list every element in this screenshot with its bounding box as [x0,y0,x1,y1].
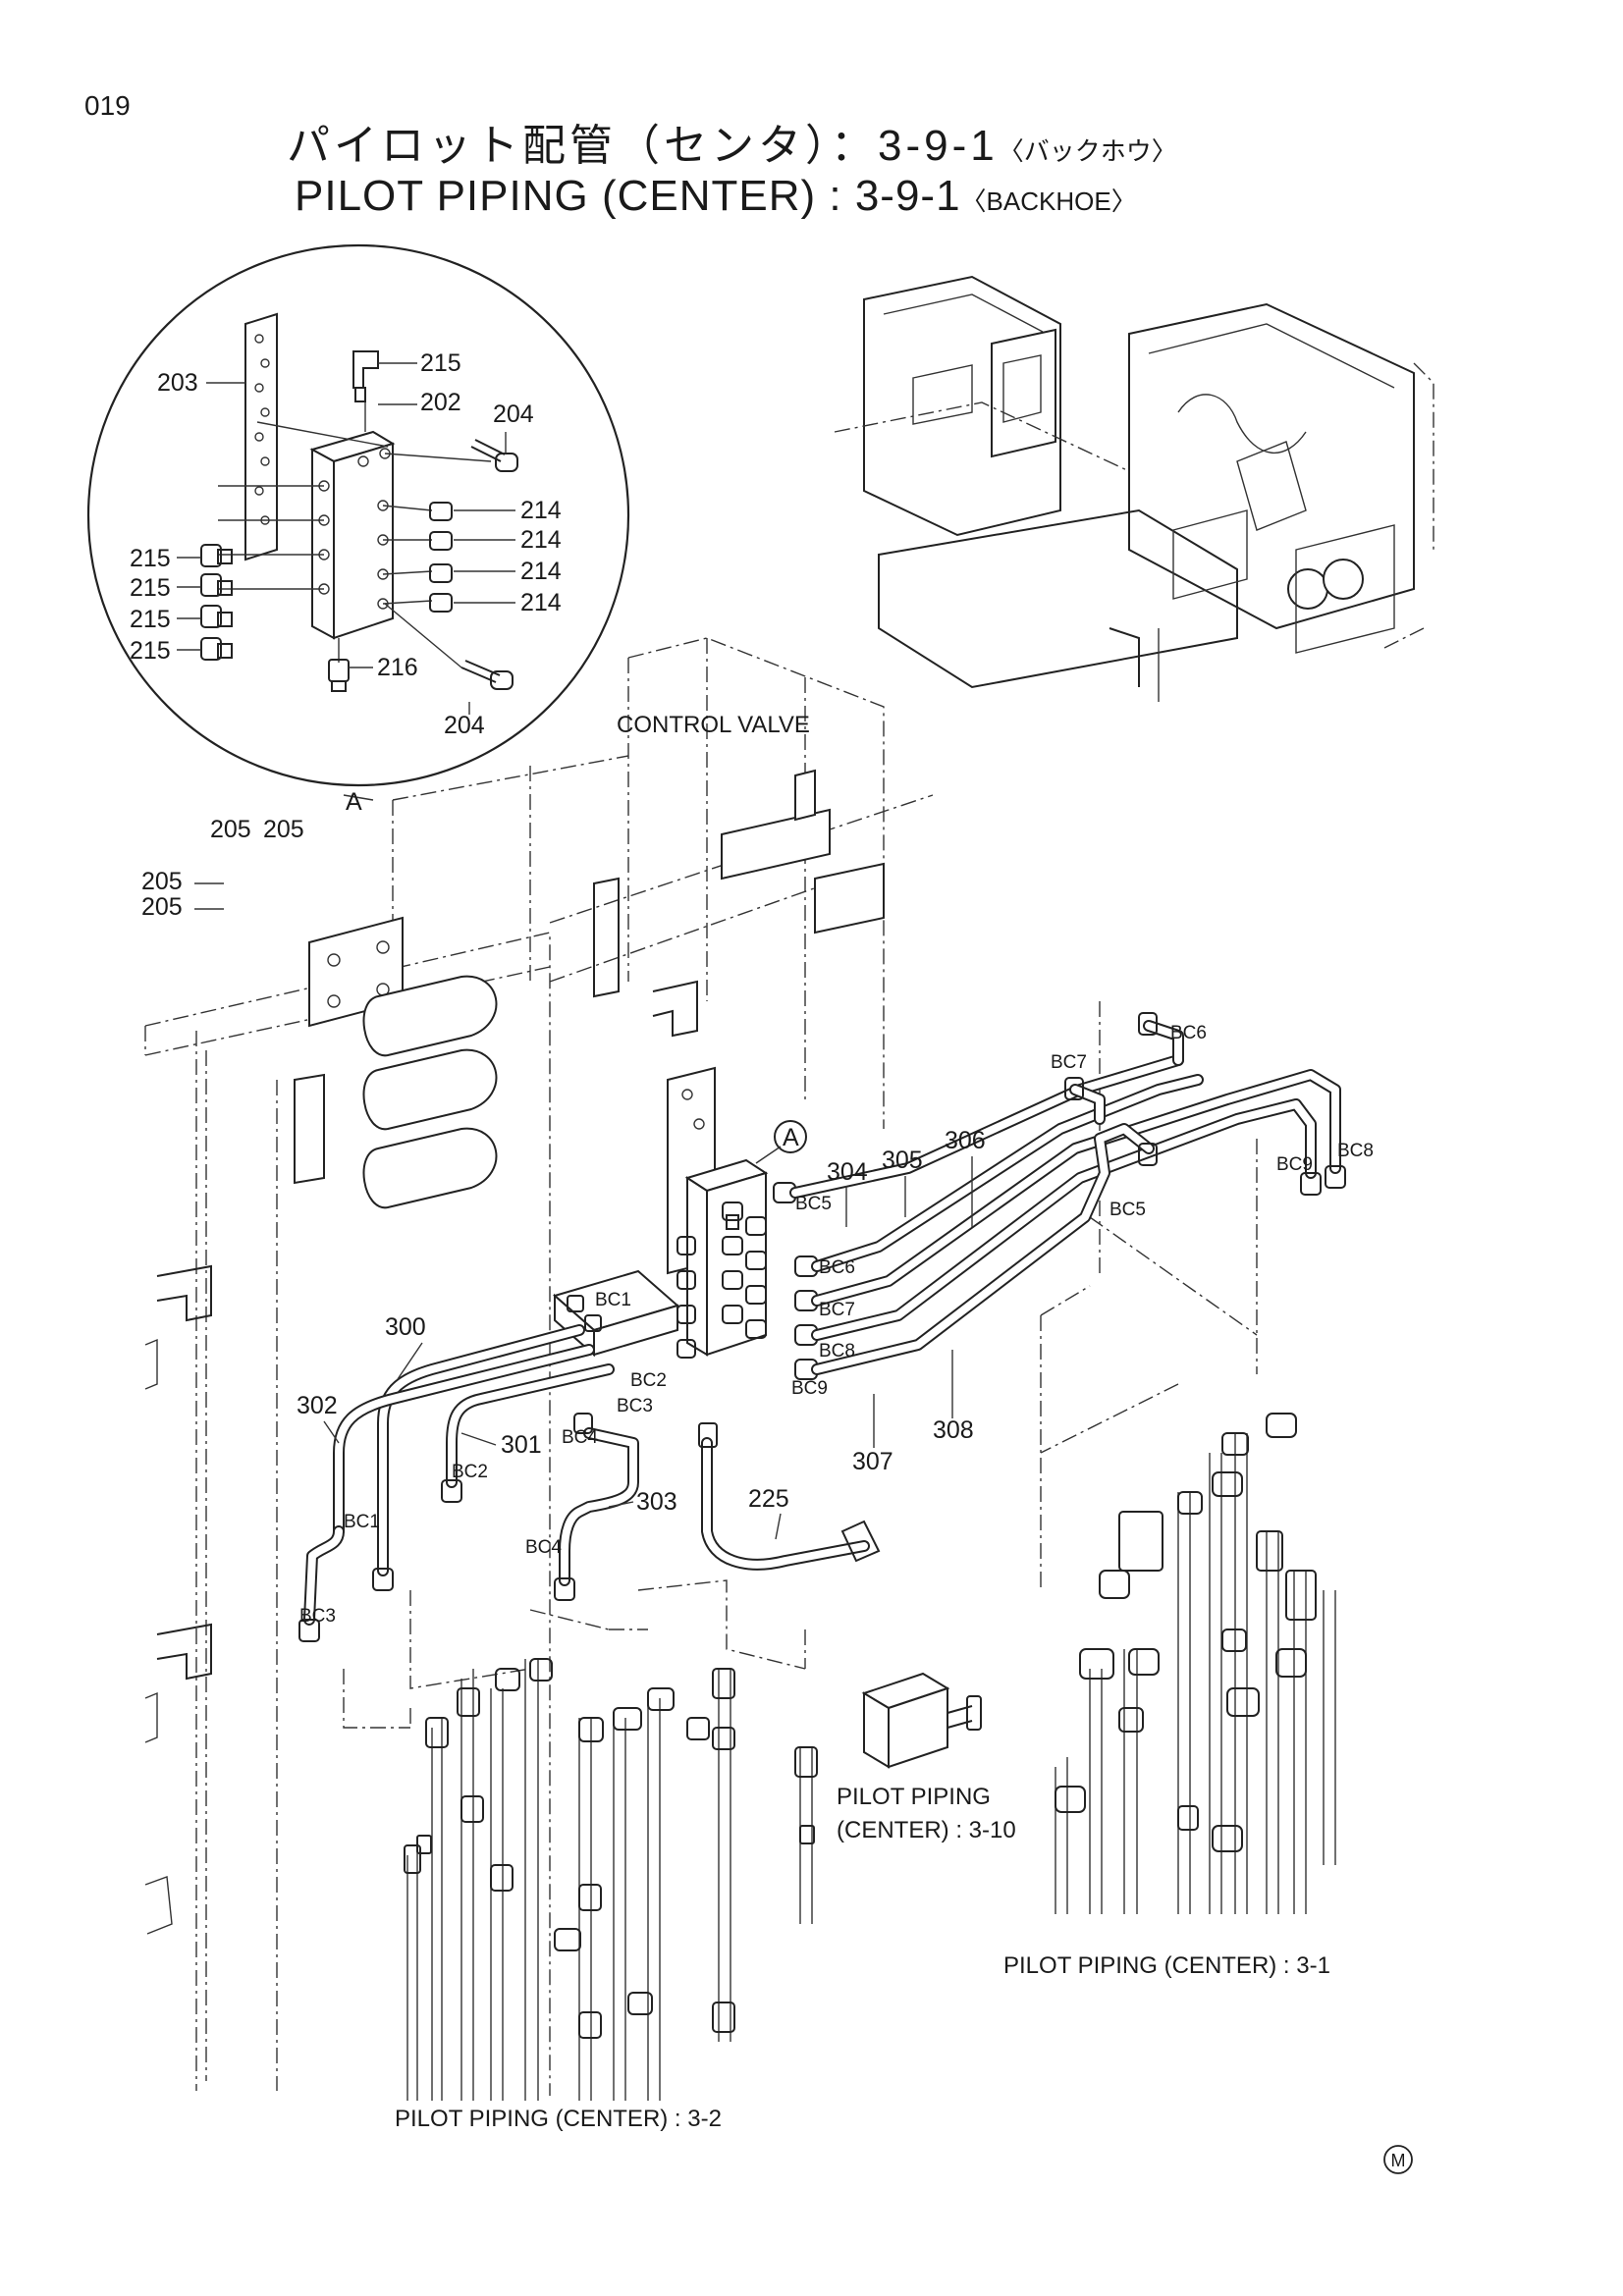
bc-label-bc8-end: BC8 [1337,1141,1374,1161]
callout-203: 203 [157,369,198,397]
lower-piping-3-2 [343,1579,818,2101]
bc-label-bc5-block: BC5 [795,1194,832,1214]
bc-label-bc2-end: BC2 [452,1462,488,1482]
callout-205-c: 205 [141,868,183,895]
callout-225: 225 [748,1485,789,1513]
detail-a-callouts: 203 215 202 204 214 214 214 214 215 215 … [130,349,562,816]
callout-308: 308 [933,1416,974,1444]
callout-205-d: 205 [141,893,183,921]
callout-214-b: 214 [520,526,562,554]
callout-305: 305 [882,1147,923,1174]
title-english-main: PILOT PIPING (CENTER) : 3-9-1 [295,172,961,220]
excavator-overview [834,275,1434,702]
reference-labels: CONTROL VALVE PILOT PIPING (CENTER) : 3-… [395,712,1330,2132]
machine-frame [144,637,1258,2096]
callout-216: 216 [377,654,418,681]
callout-202: 202 [420,389,461,416]
detail-leader-line [343,794,374,801]
callout-300: 300 [385,1313,426,1341]
title-english: PILOT PIPING (CENTER) : 3-9-1〈BACKHOE〉 [295,172,1137,221]
m-mark: M [1383,2145,1413,2174]
title-english-sub: 〈BACKHOE〉 [960,187,1137,216]
title-japanese: パイロット配管（センタ）：3-9-1〈バックホウ〉 [287,110,1177,173]
pilot-piping-3-10-label-line1: PILOT PIPING [837,1784,991,1810]
callout-215-b: 215 [130,574,171,602]
bc-label-bc4-block: BC4 [562,1427,598,1448]
bc-label-bc4-end: BC4 [525,1537,562,1558]
callout-215-d: 215 [130,637,171,665]
bc-label-bc1-end: BC1 [344,1512,380,1532]
lower-piping-3-1 [1055,1413,1336,1914]
bc-label-bc8-block: BC8 [819,1341,855,1362]
callout-301: 301 [501,1431,542,1459]
callout-214-c: 214 [520,558,562,585]
callout-215-a: 215 [130,545,171,572]
callout-304: 304 [827,1158,868,1186]
callout-204-bottom: 204 [444,712,485,739]
callout-215-c: 215 [130,606,171,633]
bc-label-bc9-block: BC9 [791,1378,828,1399]
detail-view-a [86,243,630,787]
bc-label-bc1-block: BC1 [595,1290,631,1310]
bc-label-bc5-end: BC5 [1109,1200,1146,1220]
detail-circle-label: A [346,788,362,816]
valve-detail-marker-label: A [783,1124,799,1151]
callout-205-a: 205 [210,816,251,843]
page-number: 019 [84,90,131,121]
pilot-piping-3-10-label-line2: (CENTER) : 3-10 [837,1817,1016,1843]
callout-306: 306 [945,1127,986,1154]
title-japanese-sub: 〈バックホウ〉 [998,136,1177,166]
bc-label-bc6-end: BC6 [1170,1023,1207,1043]
callout-204-top: 204 [493,400,534,428]
callout-307: 307 [852,1448,893,1475]
bc-label-bc3-end: BC3 [299,1606,336,1627]
detail-marker-circle [774,1120,807,1153]
callout-205-b: 205 [263,816,304,843]
main-leader-lines [194,882,973,1540]
callout-214-d: 214 [520,589,562,616]
main-callouts: 205 205 205 205 300 302 301 303 225 304 … [141,816,986,1516]
bc-label-bc9-end: BC9 [1276,1154,1313,1175]
bc-label-bc3-block: BC3 [617,1396,653,1416]
m-mark-letter: M [1391,2151,1406,2170]
bc-fittings [298,1012,1346,1642]
pilot-piping-3-1-label: PILOT PIPING (CENTER) : 3-1 [1003,1952,1330,1979]
callout-302: 302 [297,1392,338,1419]
bc-label-bc7-block: BC7 [819,1300,855,1320]
bc-labels: BC5 BC6 BC7 BC8 BC9 BC1 BC2 BC3 BC4 BC6 … [299,1023,1374,1627]
pilot-valve-block [552,1066,818,1380]
control-valve-label: CONTROL VALVE [617,712,810,738]
bc-label-bc7-end: BC7 [1051,1052,1087,1073]
callout-303: 303 [636,1488,677,1516]
title-japanese-main: パイロット配管（センタ）：3-9-1 [287,122,999,170]
pilot-piping-3-2-label: PILOT PIPING (CENTER) : 3-2 [395,2106,722,2132]
pilot-pipes [303,1020,1341,1626]
callout-215-top: 215 [420,349,461,377]
bc-label-bc2-block: BC2 [630,1370,667,1391]
bc-label-bc6-block: BC6 [819,1257,855,1278]
callout-214-a: 214 [520,497,562,524]
pilot-piping-3-10-part [861,1672,982,1769]
